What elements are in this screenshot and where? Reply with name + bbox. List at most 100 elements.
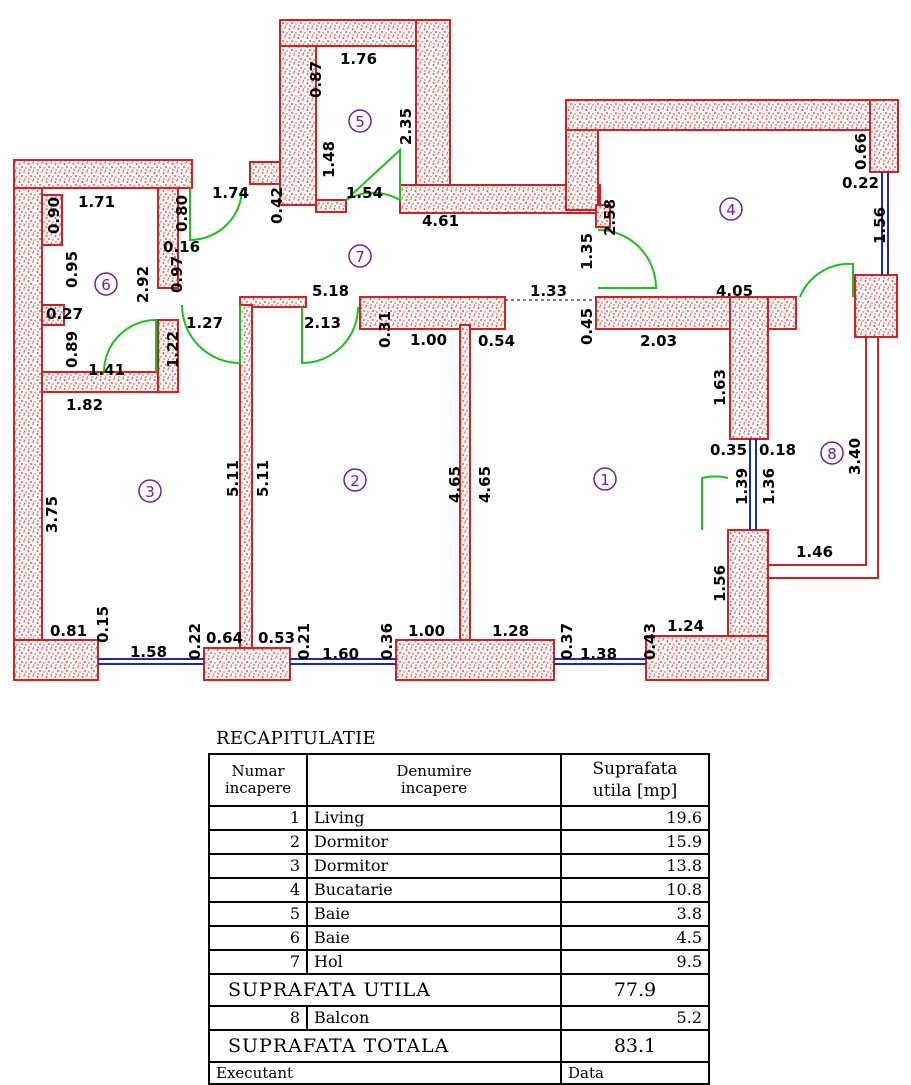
- row-number: 5: [208, 901, 308, 927]
- dimension-label: 2.58: [601, 199, 619, 236]
- row-number: 7: [208, 949, 308, 975]
- dimension-label: 0.36: [378, 623, 396, 660]
- dimension-label: 1.38: [580, 645, 617, 663]
- dimension-label: 1.56: [711, 565, 729, 602]
- dimension-label: 0.16: [163, 238, 200, 256]
- header-text: utila [mp]: [592, 781, 678, 801]
- dimension-label: 0.87: [307, 61, 325, 98]
- total-label: SUPRAFATA TOTALA: [208, 1029, 562, 1063]
- dimension-label: 4.05: [716, 282, 753, 300]
- row-area: 9.5: [560, 949, 710, 975]
- room-number: 7: [355, 248, 365, 266]
- footer-row: Executant Data: [208, 1061, 710, 1085]
- dimension-label: 1.54: [346, 184, 383, 202]
- footer-executant: Executant: [208, 1061, 562, 1085]
- room-label-6: 6: [94, 272, 118, 296]
- util-value: 77.9: [560, 973, 710, 1007]
- wall-room4-left-low: [595, 204, 611, 228]
- wall-room4-right-low: [854, 274, 898, 338]
- row-number: 3: [208, 853, 308, 879]
- wall-room1-right: [729, 296, 769, 440]
- room-number: 1: [600, 471, 610, 489]
- row-number: 8: [208, 1005, 308, 1031]
- doors: [103, 147, 854, 530]
- dimension-label: 1.60: [322, 645, 359, 663]
- dimension-label: 0.43: [641, 623, 659, 660]
- dimension-label: 1.76: [340, 50, 377, 68]
- room-number: 5: [355, 113, 365, 131]
- room-label-5: 5: [348, 109, 372, 133]
- row-name: Balcon: [306, 1005, 562, 1031]
- wall-hall-bottom-mid: [359, 296, 506, 330]
- room-number: 3: [145, 483, 155, 501]
- room-label-2: 2: [343, 468, 367, 492]
- row-name: Hol: [306, 949, 562, 975]
- wall-room6-notch2: [41, 304, 65, 326]
- dimension-label: 3.40: [846, 438, 864, 475]
- dimension-label: 1.22: [164, 331, 182, 368]
- util-label: SUPRAFATA UTILA: [208, 973, 562, 1007]
- row-name: Dormitor: [306, 853, 562, 879]
- recap-table: Numar incapere Denumire incapere Suprafa…: [208, 753, 710, 1085]
- header-numar: Numar incapere: [208, 753, 308, 807]
- dimension-label: 1.36: [760, 468, 778, 505]
- dimension-label: 1.48: [320, 141, 338, 178]
- wall-bottom-1: [13, 639, 99, 681]
- recap-header-row: Numar incapere Denumire incapere Suprafa…: [208, 753, 710, 807]
- dimension-label: 1.74: [212, 184, 249, 202]
- dimension-label: 1.00: [408, 622, 445, 640]
- dimension-label: 0.22: [186, 623, 204, 660]
- room-label-8: 8: [820, 441, 844, 465]
- dimension-label: 2.13: [304, 314, 341, 332]
- wall-bottom-3: [395, 639, 555, 681]
- dimension-label: 0.54: [478, 332, 515, 350]
- dimension-label: 0.31: [376, 311, 394, 348]
- wall-hall-top-left: [249, 161, 281, 185]
- dimension-label: 0.81: [50, 622, 87, 640]
- dimension-label: 0.90: [45, 197, 63, 234]
- dimension-label: 0.64: [206, 629, 243, 647]
- room-labels: 1 2 3 4 5 6 7 8: [94, 109, 844, 503]
- dimension-label: 0.27: [46, 305, 83, 323]
- row-number: 6: [208, 925, 308, 951]
- dimension-label: 0.42: [268, 187, 286, 224]
- row-name: Baie: [306, 901, 562, 927]
- dimension-label: 0.18: [759, 441, 796, 459]
- room-number: 4: [726, 201, 736, 219]
- row-number: 1: [208, 805, 308, 831]
- dimension-label: 1.27: [186, 314, 223, 332]
- dimension-label: 1.56: [871, 207, 889, 244]
- floor-plan: 1 2 3 4 5 6 7 8 1.76 1.54 1.71 0.27 1.41…: [13, 19, 899, 681]
- header-text: incapere: [400, 779, 468, 797]
- dimension-label: 5.11: [254, 460, 272, 497]
- row-name: Living: [306, 805, 562, 831]
- header-suprafata: Suprafata utila [mp]: [560, 753, 710, 807]
- dimension-label: 1.41: [88, 361, 125, 379]
- dimension-label: 2.35: [397, 108, 415, 145]
- dimension-label: 4.65: [476, 466, 494, 503]
- room-number: 8: [827, 445, 837, 463]
- balcony-outline: [768, 337, 879, 579]
- row-area: 3.8: [560, 901, 710, 927]
- dimension-label: 5.18: [312, 282, 349, 300]
- wall-room5-left: [279, 19, 317, 206]
- dimension-label: 1.33: [530, 282, 567, 300]
- walls: [13, 19, 899, 681]
- dimension-label: 1.58: [130, 643, 167, 661]
- recap-title: RECAPITULATIE: [216, 728, 376, 749]
- row-area: 15.9: [560, 829, 710, 855]
- wall-bottom-2: [203, 647, 291, 681]
- windows: [98, 172, 889, 665]
- room-number: 6: [101, 276, 111, 294]
- dimension-label: 1.71: [78, 193, 115, 211]
- dimension-label: 0.95: [63, 251, 81, 288]
- dimension-label: 1.35: [578, 233, 596, 270]
- dimension-label: 4.65: [446, 466, 464, 503]
- dimension-label: 1.24: [667, 617, 704, 635]
- footer-data: Data: [560, 1061, 710, 1085]
- dimension-label: 2.92: [134, 266, 152, 303]
